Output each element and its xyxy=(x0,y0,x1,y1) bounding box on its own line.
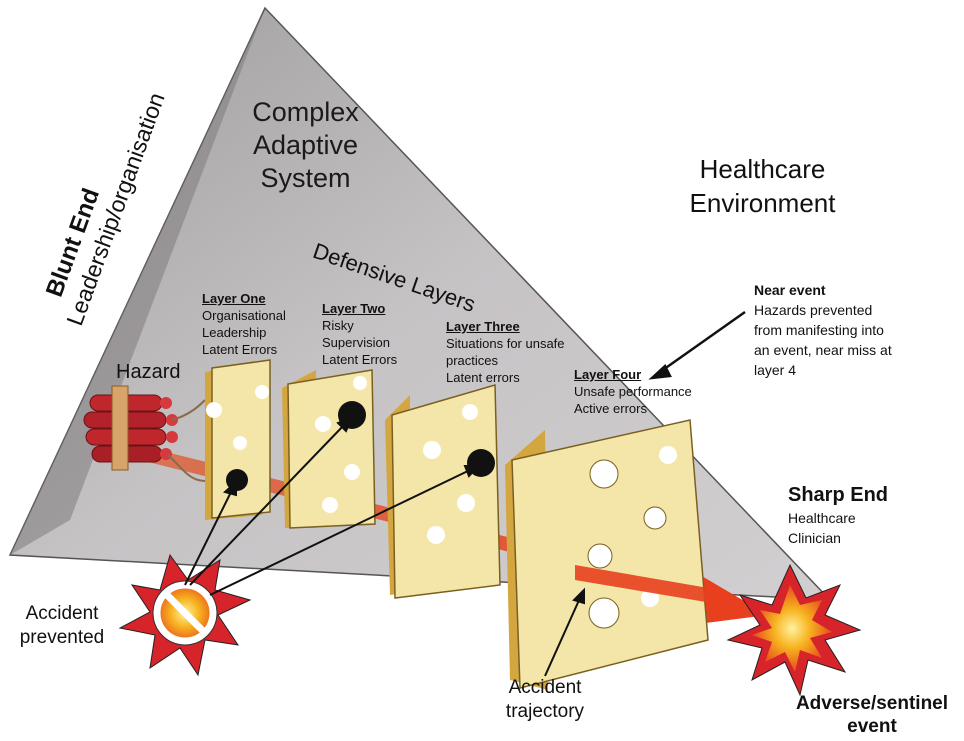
adverse-event-line: event xyxy=(783,715,961,738)
layer-line: Latent Errors xyxy=(322,351,397,368)
layer-line: Unsafe performance xyxy=(574,383,692,400)
near-event-title: Near event xyxy=(754,280,892,300)
title-line: System xyxy=(238,162,373,195)
title-line: Adaptive xyxy=(238,129,373,162)
accident-trajectory-line: Accident xyxy=(490,676,600,700)
title-line: Complex xyxy=(238,96,373,129)
cheese-slice-2 xyxy=(282,370,375,528)
title-complex-adaptive-system: Complex Adaptive System xyxy=(238,96,373,195)
layer-three-text: Layer Three Situations for unsafe practi… xyxy=(446,318,565,386)
accident-prevented-label: Accident prevented xyxy=(12,602,112,650)
environment-line: Healthcare xyxy=(660,152,865,186)
sharp-end-line: Clinician xyxy=(788,528,888,548)
environment-line: Environment xyxy=(660,186,865,220)
layer-line: Organisational xyxy=(202,307,286,324)
near-event-line: Hazards prevented xyxy=(754,300,892,320)
layer-two-text: Layer Two Risky Supervision Latent Error… xyxy=(322,300,397,368)
layer-heading: Layer Two xyxy=(322,300,397,317)
layer-line: practices xyxy=(446,352,565,369)
accident-prevented-line: Accident xyxy=(12,602,112,626)
layer-line: Latent errors xyxy=(446,369,565,386)
adverse-event-line: Adverse/sentinel xyxy=(783,692,961,715)
prevented-burst-icon xyxy=(120,555,250,675)
layer-one-text: Layer One Organisational Leadership Late… xyxy=(202,290,286,358)
near-event-line: from manifesting into xyxy=(754,320,892,340)
layer-four-text: Layer Four Unsafe performance Active err… xyxy=(574,366,692,417)
healthcare-environment-label: Healthcare Environment xyxy=(660,152,865,220)
near-event-text: Near event Hazards prevented from manife… xyxy=(754,280,892,380)
accident-trajectory-label: Accident trajectory xyxy=(490,676,600,724)
near-event-line: an event, near miss at xyxy=(754,340,892,360)
cheese-slice-3 xyxy=(385,385,500,598)
accident-prevented-line: prevented xyxy=(12,626,112,650)
layer-heading: Layer Four xyxy=(574,366,692,383)
layer-line: Supervision xyxy=(322,334,397,351)
near-event-line: layer 4 xyxy=(754,360,892,380)
sharp-end-line: Healthcare xyxy=(788,508,888,528)
layer-line: Latent Errors xyxy=(202,341,286,358)
hazard-label: Hazard xyxy=(116,360,180,384)
cheese-slice-1 xyxy=(205,360,270,520)
layer-heading: Layer One xyxy=(202,290,286,307)
layer-line: Leadership xyxy=(202,324,286,341)
layer-line: Situations for unsafe xyxy=(446,335,565,352)
sharp-end-title: Sharp End xyxy=(788,482,888,508)
layer-line: Risky xyxy=(322,317,397,334)
cheese-slice-4 xyxy=(505,420,708,690)
accident-trajectory-line: trajectory xyxy=(490,700,600,724)
sharp-end-text: Sharp End Healthcare Clinician xyxy=(788,482,888,548)
adverse-event-label: Adverse/sentinel event xyxy=(783,692,961,738)
layer-heading: Layer Three xyxy=(446,318,565,335)
layer-line: Active errors xyxy=(574,400,692,417)
